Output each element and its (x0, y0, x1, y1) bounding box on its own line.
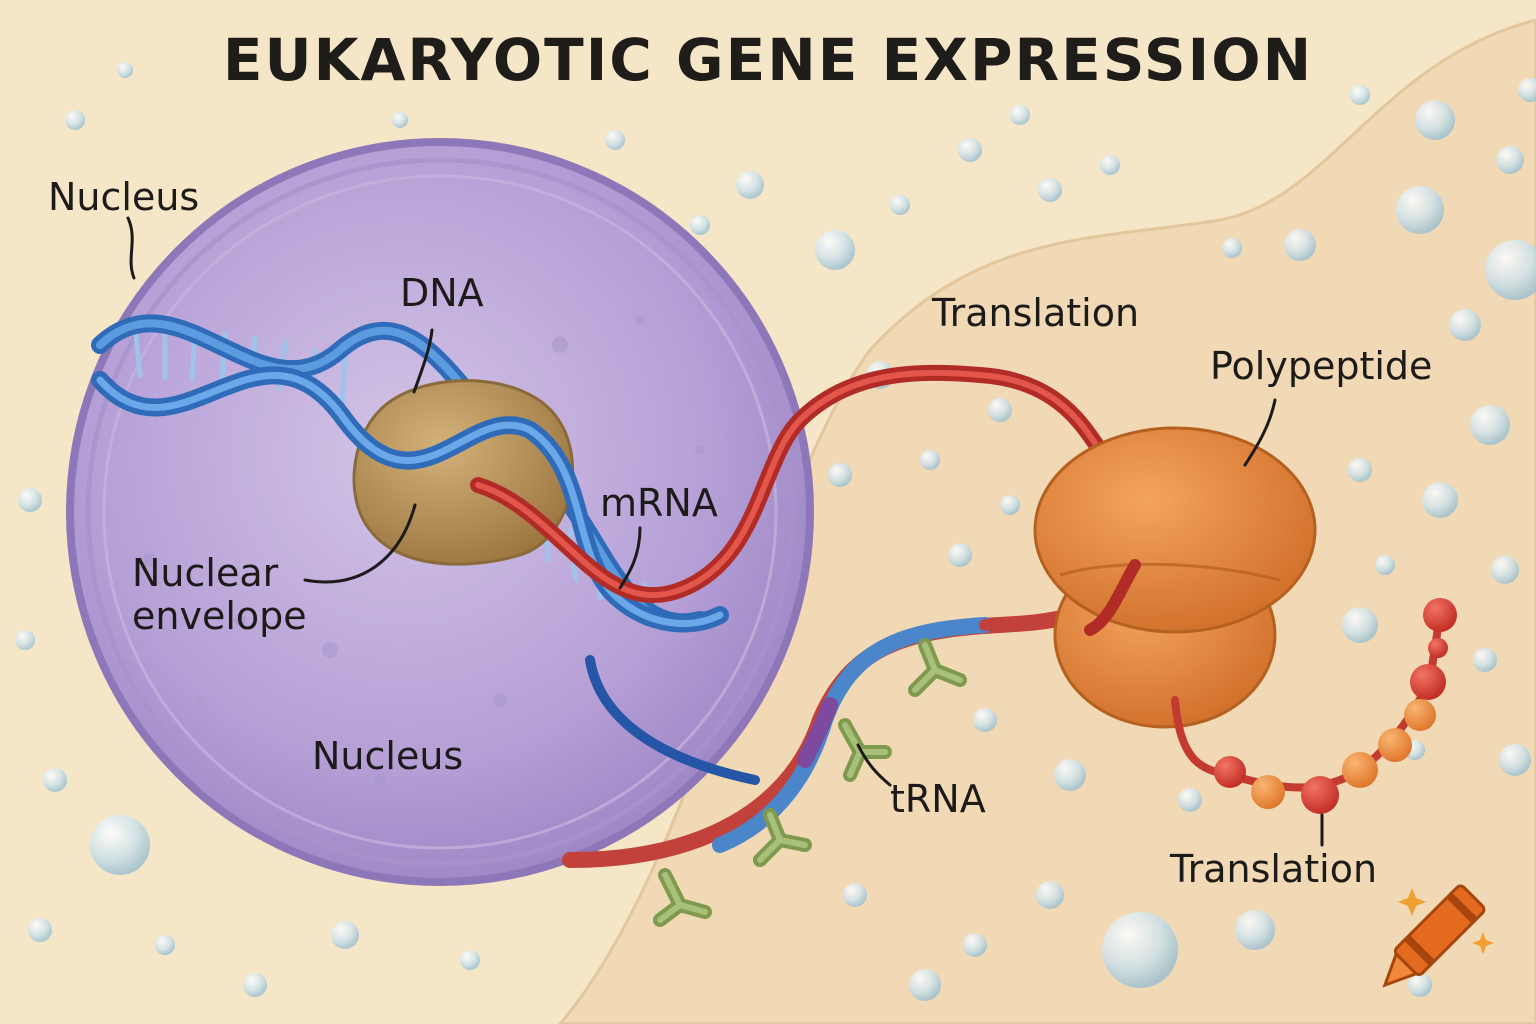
dna-front-strand-highlight (96, 371, 724, 627)
mrna-strand-highlight (475, 369, 1103, 599)
label-nucleus-top: Nucleus (48, 175, 200, 219)
label-nuclear-envelope-line2: envelope (132, 593, 307, 638)
label-mrna: mRNA (600, 481, 718, 525)
label-nuclear-envelope: Nuclear envelope (132, 552, 307, 637)
polypeptide-chain (1171, 598, 1457, 814)
ribosome (1033, 426, 1317, 729)
leader-lines (126, 216, 1324, 847)
trna-molecules-light (657, 642, 963, 923)
dna-loose-end (585, 655, 760, 785)
label-nucleus-bottom: Nucleus (312, 734, 464, 778)
leader-polypeptide (1243, 398, 1277, 467)
leader-mrna (618, 526, 642, 590)
label-polypeptide: Polypeptide (1210, 344, 1433, 388)
mrna-through-ribosome (1084, 559, 1141, 636)
label-translation-top: Translation (932, 291, 1140, 335)
leader-nuclear-envelope (303, 503, 417, 584)
label-translation-bottom: Translation (1170, 847, 1378, 891)
label-trna: tRNA (890, 777, 986, 821)
label-nuclear-envelope-line1: Nuclear (132, 551, 279, 595)
nuclear-envelope-body (352, 379, 575, 566)
crayon-icon (1382, 884, 1494, 988)
label-dna: DNA (400, 271, 484, 315)
leader-trna (856, 743, 892, 787)
leader-dna (412, 328, 434, 394)
diagram-title: EUKARYOTIC GENE EXPRESSION (222, 26, 1314, 94)
cell-vesicles (15, 62, 1536, 1001)
leader-nucleus-top (126, 216, 136, 280)
